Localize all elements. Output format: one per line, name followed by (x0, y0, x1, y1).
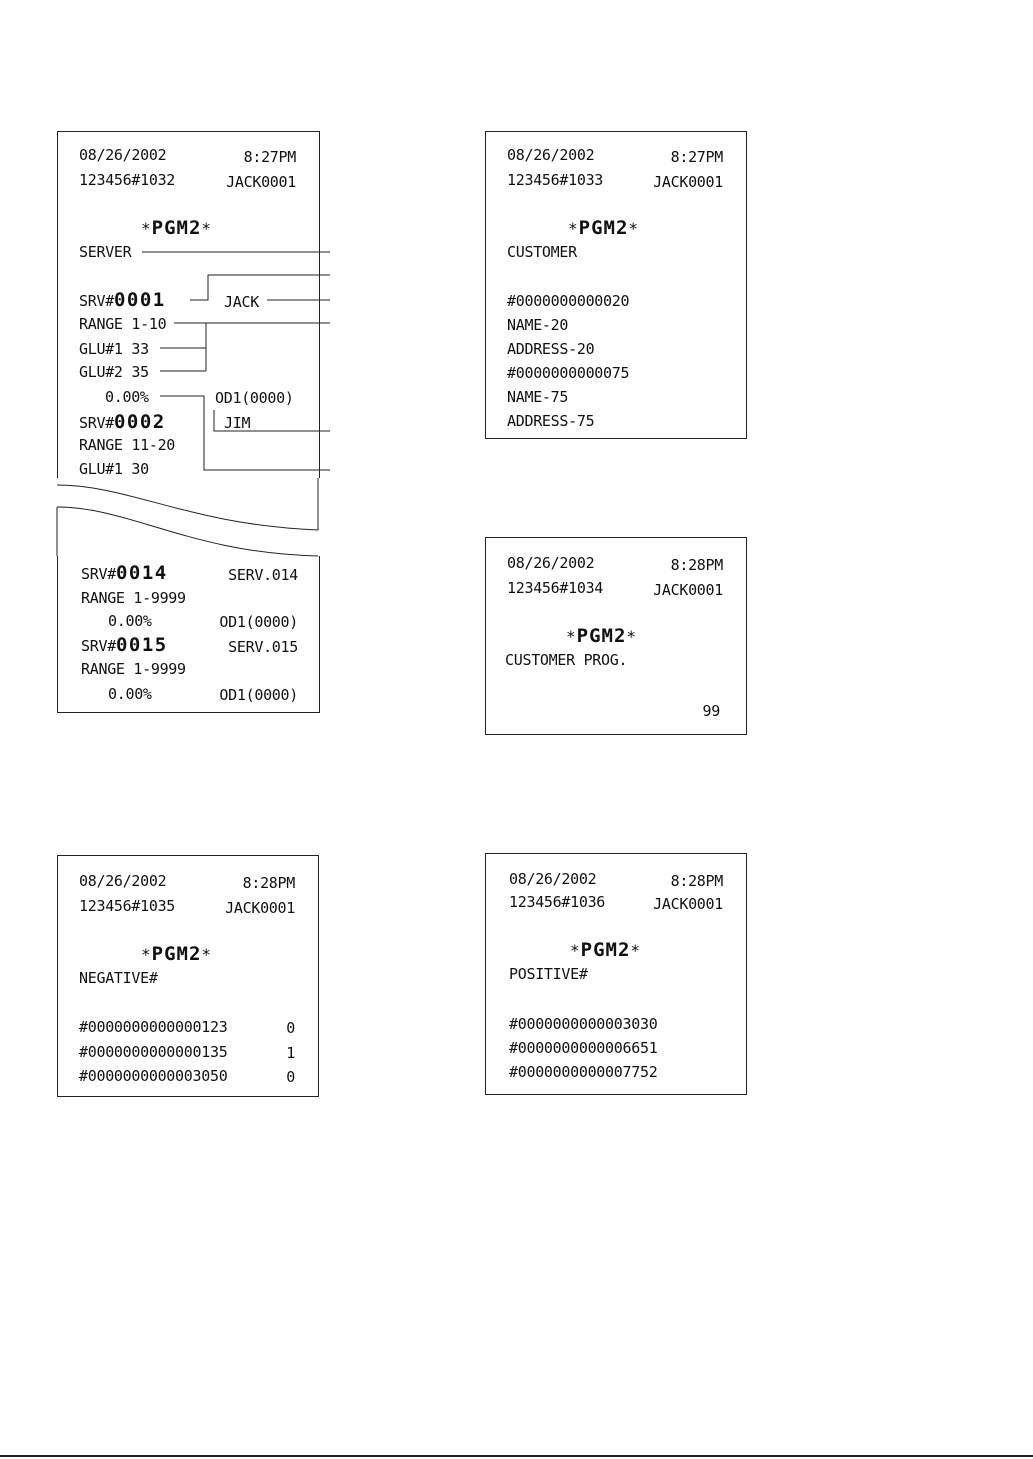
customer-line: #0000000000020 (507, 292, 630, 310)
negative-title: NEGATIVE# (79, 969, 158, 987)
srv1-code-line: SRV#0001 (79, 290, 166, 311)
negative-number: #0000000000000135 (79, 1043, 228, 1061)
srv2-prefix: SRV# (79, 414, 114, 432)
customer-line: NAME-75 (507, 388, 569, 406)
srv1-glu2: GLU#2 35 (79, 363, 149, 381)
negative-number: #0000000000003050 (79, 1067, 228, 1085)
positive-date: 08/26/2002 (509, 870, 597, 888)
negative-time: 8:28PM (242, 874, 296, 892)
server-title: SERVER (79, 243, 132, 261)
negative-flag: 1 (286, 1044, 295, 1062)
srv15-prefix: SRV# (81, 637, 116, 655)
srv1-range: RANGE 1-10 (79, 315, 167, 333)
customer-line: NAME-20 (507, 316, 569, 334)
customer-line: #0000000000075 (507, 364, 630, 382)
srv2-range: RANGE 11-20 (79, 436, 176, 454)
customer-time: 8:27PM (670, 148, 724, 166)
positive-mode: PGM2 (580, 939, 631, 961)
receipt-cut-gap (55, 478, 321, 556)
positive-number: #0000000000003030 (509, 1015, 658, 1033)
srv1-rate: 0.00% (105, 388, 149, 406)
srv15-code: 0015 (115, 634, 168, 656)
srv14-od: OD1(0000) (219, 613, 298, 631)
negative-mode-banner: *PGM2* (141, 943, 213, 965)
server-mode: PGM2 (151, 217, 202, 239)
srv15-rate: 0.00% (108, 685, 152, 703)
server-mode-banner: *PGM2* (141, 217, 213, 239)
srv2-glu1: GLU#1 30 (79, 460, 149, 478)
customer-prog-title: CUSTOMER PROG. (505, 651, 628, 669)
server-clerk: JACK0001 (226, 173, 296, 191)
negative-receipt (57, 855, 319, 1097)
negative-mode: PGM2 (151, 943, 202, 965)
customer-prog-consecutive-number: 123456#1034 (507, 579, 604, 597)
negative-clerk: JACK0001 (225, 899, 295, 917)
srv14-code-line: SRV#0014 (81, 563, 168, 584)
srv15-range: RANGE 1-9999 (81, 660, 186, 678)
srv1-glu1: GLU#1 33 (79, 340, 149, 358)
srv15-od: OD1(0000) (219, 686, 298, 704)
page-bottom-rule (0, 1455, 1033, 1457)
customer-prog-date: 08/26/2002 (507, 554, 595, 572)
server-date: 08/26/2002 (79, 146, 167, 164)
customer-line: ADDRESS-75 (507, 412, 595, 430)
customer-line: ADDRESS-20 (507, 340, 595, 358)
positive-mode-banner: *PGM2* (570, 939, 642, 961)
server-time: 8:27PM (243, 148, 297, 166)
srv14-prefix: SRV# (81, 565, 116, 583)
positive-consecutive-number: 123456#1036 (509, 893, 606, 911)
negative-consecutive-number: 123456#1035 (79, 897, 176, 915)
srv15-code-line: SRV#0015 (81, 635, 168, 656)
srv1-code: 0001 (113, 289, 166, 311)
srv14-rate: 0.00% (108, 612, 152, 630)
negative-flag: 0 (286, 1019, 295, 1037)
srv1-prefix: SRV# (79, 292, 114, 310)
customer-mode-banner: *PGM2* (568, 217, 640, 239)
positive-title: POSITIVE# (509, 965, 588, 983)
negative-flag: 0 (286, 1068, 295, 1086)
customer-title: CUSTOMER (507, 243, 577, 261)
positive-number: #0000000000007752 (509, 1063, 658, 1081)
customer-prog-time: 8:28PM (670, 556, 724, 574)
customer-prog-mode-banner: *PGM2* (566, 625, 638, 647)
customer-prog-clerk: JACK0001 (653, 581, 723, 599)
srv14-code: 0014 (115, 562, 168, 584)
negative-date: 08/26/2002 (79, 872, 167, 890)
negative-number: #0000000000000123 (79, 1018, 228, 1036)
positive-clerk: JACK0001 (653, 895, 723, 913)
customer-mode: PGM2 (578, 217, 629, 239)
srv2-name: JIM (224, 414, 251, 432)
customer-receipt (485, 131, 747, 439)
srv2-code-line: SRV#0002 (79, 412, 166, 433)
customer-prog-mode: PGM2 (576, 625, 627, 647)
srv1-od: OD1(0000) (215, 389, 294, 407)
srv1-name: JACK (224, 293, 259, 311)
server-consecutive-number: 123456#1032 (79, 171, 176, 189)
customer-consecutive-number: 123456#1033 (507, 171, 604, 189)
positive-receipt (485, 853, 747, 1095)
srv2-code: 0002 (113, 411, 166, 433)
positive-time: 8:28PM (670, 872, 724, 890)
customer-date: 08/26/2002 (507, 146, 595, 164)
customer-prog-receipt (485, 537, 747, 735)
srv15-name: SERV.015 (228, 638, 298, 656)
srv14-range: RANGE 1-9999 (81, 589, 186, 607)
customer-clerk: JACK0001 (653, 173, 723, 191)
customer-prog-value: 99 (702, 702, 721, 720)
srv14-name: SERV.014 (228, 566, 298, 584)
positive-number: #0000000000006651 (509, 1039, 658, 1057)
